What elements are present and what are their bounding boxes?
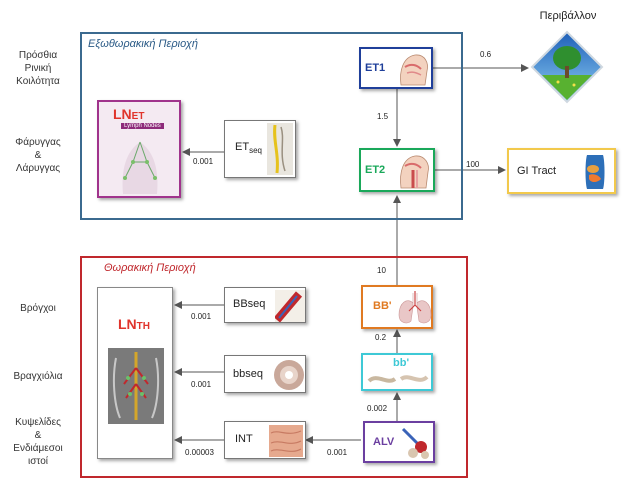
throat-anatomy-icon — [267, 123, 293, 180]
edge-label-etseq-lnet: 0.001 — [193, 157, 214, 166]
label-nasal-cavity: Πρόσθια Ρινική Κοιλότητα — [16, 50, 60, 87]
thorax-xray-icon — [108, 348, 164, 429]
bb-prime-label: BB' — [373, 300, 392, 312]
thoracic-region: Θωρακική Περιοχή — [80, 256, 468, 478]
edge-label-bbprime-et2: 10 — [377, 266, 386, 275]
et2-label: ET2 — [365, 164, 386, 176]
gi-tract-node[interactable]: GI Tract — [507, 148, 616, 194]
interstitium-icon — [269, 425, 303, 462]
et2-node[interactable]: ET2 — [359, 148, 435, 192]
bb-prime-node[interactable]: BB' — [361, 285, 433, 329]
bb-small-node[interactable]: bb' — [361, 353, 433, 391]
edge-label-bbsmall-bbprime: 0.2 — [375, 333, 387, 342]
gi-tract-label: GI Tract — [517, 165, 557, 177]
et1-node[interactable]: ET1 — [359, 47, 433, 89]
label-bronchioles: Βραγχιόλια — [13, 371, 63, 382]
bronchiole-section-icon — [273, 358, 305, 397]
lungs-icon — [397, 289, 433, 332]
bronchiole-icon — [367, 371, 429, 394]
edge-label-et2-gi: 100 — [466, 160, 480, 169]
bbseq-node[interactable]: BBseq — [224, 287, 306, 323]
edge-label-alv-int: 0.001 — [327, 448, 348, 457]
extrathoracic-region: Εξωθωρακική Περιοχή — [80, 32, 463, 220]
edge-label-bbseqsmall-lnth: 0.001 — [191, 380, 212, 389]
ln-et-label: LNET — [113, 106, 145, 122]
bbseq-small-node[interactable]: bbseq — [224, 355, 306, 393]
nasal-cavity-icon — [395, 51, 431, 92]
digestive-system-icon — [577, 153, 613, 196]
label-alveoli-interstitium: Κυψελίδες & Ενδιάμεσοι ιστοί — [13, 417, 63, 467]
environment-icon — [530, 30, 604, 104]
edge-label-int-lnth: 0.00003 — [185, 448, 214, 457]
ln-th-node[interactable]: LNTH — [97, 287, 173, 459]
ln-et-node[interactable]: LNET Lymph Nodes — [97, 100, 181, 198]
environment-label: Περιβάλλον — [539, 10, 597, 22]
ln-th-label: LNTH — [118, 316, 151, 332]
etseq-label: ETseq — [235, 141, 262, 156]
bbseq-small-label: bbseq — [233, 368, 263, 380]
edge-label-alv-bbsmall: 0.002 — [367, 404, 388, 413]
thoracic-title: Θωρακική Περιοχή — [104, 262, 196, 274]
label-pharynx-larynx: Φάρυγγας & Λάρυγγας — [15, 137, 61, 174]
edge-label-et1-env: 0.6 — [480, 50, 492, 59]
bronchus-icon — [273, 290, 305, 327]
et1-label: ET1 — [365, 62, 386, 74]
label-bronchi: Βρόγχοι — [20, 303, 56, 314]
alv-label: ALV — [373, 436, 395, 448]
bbseq-label: BBseq — [233, 298, 266, 310]
edge-label-et1-et2: 1.5 — [377, 112, 389, 121]
int-node[interactable]: INT — [224, 421, 306, 459]
bb-small-label: bb' — [393, 357, 410, 369]
edge-label-bbseq-lnth: 0.001 — [191, 312, 212, 321]
lymph-nodes-icon — [103, 132, 177, 199]
int-label: INT — [235, 433, 253, 445]
etseq-node[interactable]: ETseq — [224, 120, 296, 178]
extrathoracic-title: Εξωθωρακική Περιοχή — [88, 38, 198, 50]
alveoli-icon — [399, 425, 433, 466]
alv-node[interactable]: ALV — [363, 421, 435, 463]
ln-et-caption: Lymph Nodes — [121, 123, 164, 129]
pharynx-icon — [395, 152, 433, 195]
